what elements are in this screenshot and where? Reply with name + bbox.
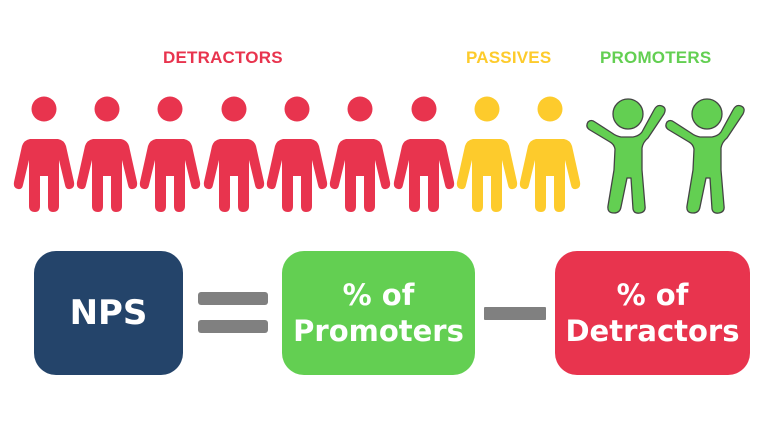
promoters-percent-box: % of Promoters [282,251,475,375]
promoter-person-cheering-icon [665,98,745,214]
detractors-percent-line1: % of [616,277,689,312]
detractor-person-icon [13,96,75,212]
detractor-person-icon [139,96,201,212]
passive-person-icon [456,96,518,212]
detractor-person-icon [329,96,391,212]
detractors-percent-line2: Detractors [565,314,740,348]
detractor-person-icon [266,96,328,212]
promoters-label: PROMOTERS [600,48,712,67]
detractor-person-icon [393,96,455,212]
promoters-percent-line1: % of [342,277,415,312]
minus-sign [484,307,546,320]
detractors-percent-box: % of Detractors [555,251,750,375]
passives-label: PASSIVES [466,48,552,67]
nps-text: NPS [69,293,148,333]
passive-person-icon [519,96,581,212]
nps-box: NPS [34,251,183,375]
equals-sign-bottom-bar [198,320,268,333]
promoter-person-cheering-icon [586,98,666,214]
detractor-person-icon [203,96,265,212]
equals-sign-top-bar [198,292,268,305]
detractor-person-icon [76,96,138,212]
detractors-label: DETRACTORS [163,48,283,67]
promoters-percent-line2: Promoters [293,314,464,348]
